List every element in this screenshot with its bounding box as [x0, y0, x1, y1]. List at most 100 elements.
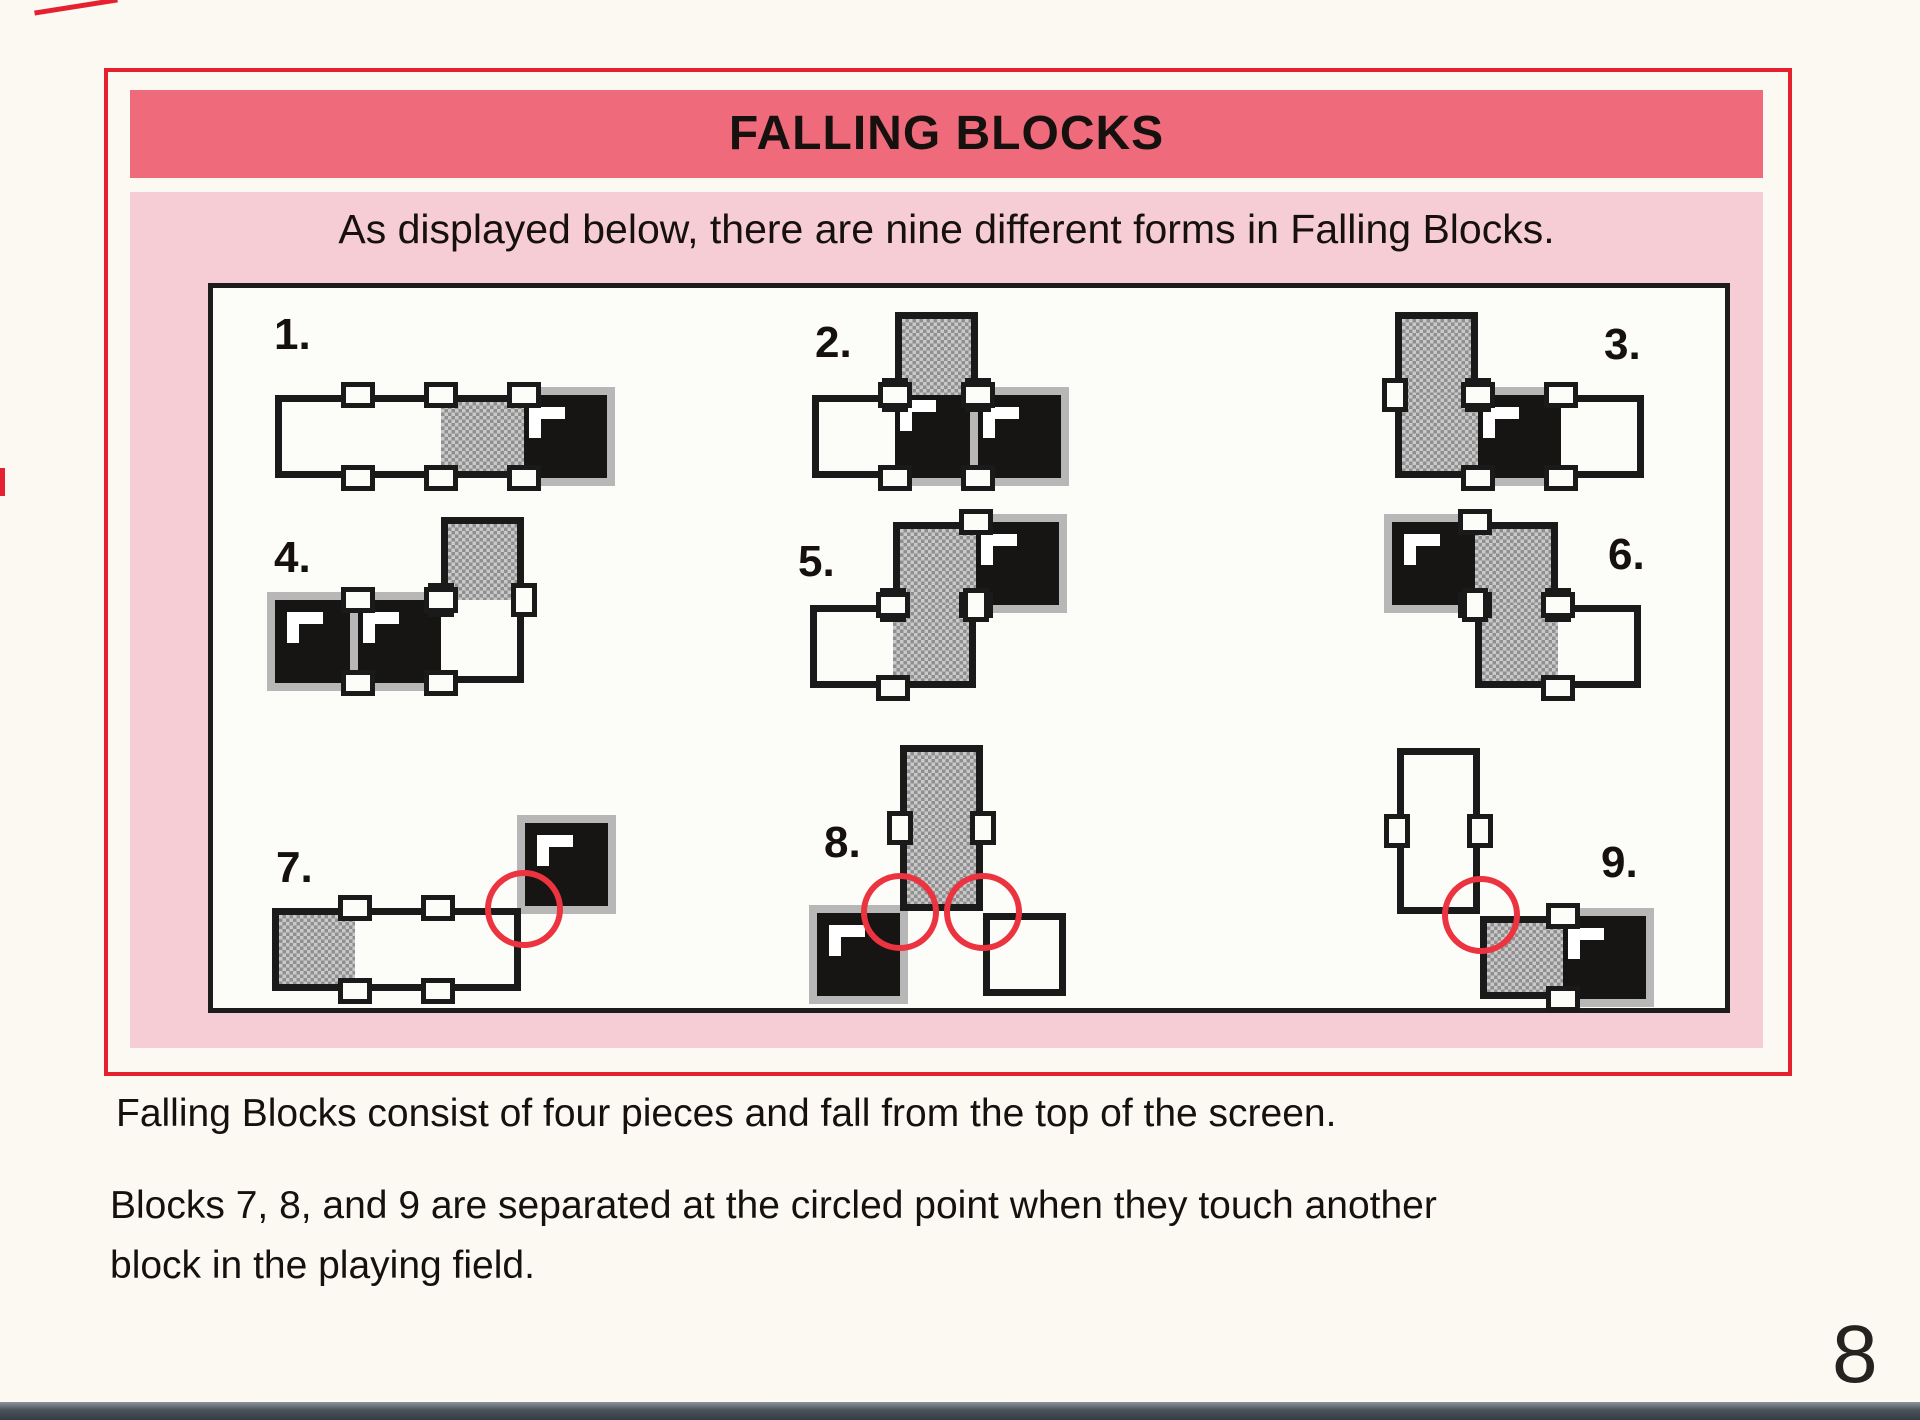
block-cell-white: [1561, 395, 1644, 478]
block-label: 6.: [1608, 530, 1645, 579]
joint-notch: [1546, 986, 1580, 1012]
joint-notch: [1541, 675, 1575, 701]
block-label: 7.: [276, 843, 313, 892]
block-cell-gray: [900, 745, 983, 828]
joint-notch: [424, 382, 458, 408]
block-cell-black: [350, 592, 449, 691]
joint-notch: [341, 382, 375, 408]
block-cell-black: [1470, 387, 1569, 486]
scan-edge-mark: [0, 468, 5, 496]
joint-notch: [878, 382, 912, 408]
block-cell-white: [1397, 748, 1480, 831]
block-label: 3.: [1604, 320, 1641, 369]
corner-shine-icon: [1404, 534, 1440, 565]
joint-notch: [1461, 465, 1495, 491]
joint-notch: [887, 811, 913, 845]
corner-shine-icon: [287, 612, 323, 643]
block-label: 5.: [798, 537, 835, 586]
page-number: 8: [1832, 1309, 1878, 1400]
block-cell-white: [812, 395, 895, 478]
block-cell-gray: [441, 395, 524, 478]
joint-notch: [421, 895, 455, 921]
joint-notch: [876, 592, 910, 618]
joint-notch: [507, 465, 541, 491]
joint-notch: [424, 670, 458, 696]
block-cell-white: [441, 600, 524, 683]
separation-circle: [861, 873, 939, 951]
scan-corner-mark: [34, 0, 118, 16]
block-cell-black: [1384, 514, 1483, 613]
joint-notch: [1458, 509, 1492, 535]
block-label: 9.: [1601, 838, 1638, 887]
joint-notch: [1382, 378, 1408, 412]
joint-notch: [421, 978, 455, 1004]
intro-text: As displayed below, there are nine diffe…: [338, 206, 1555, 252]
block-cell-black: [1555, 908, 1654, 1007]
block-cell-white: [810, 605, 893, 688]
red-frame: [104, 68, 1792, 1076]
corner-shine-icon: [529, 407, 565, 438]
corner-shine-icon: [983, 407, 1019, 438]
corner-shine-icon: [1483, 407, 1519, 438]
joint-notch: [1544, 382, 1578, 408]
separation-circle: [1442, 876, 1520, 954]
joint-notch: [876, 675, 910, 701]
joint-notch: [878, 465, 912, 491]
title-banner: FALLING BLOCKS: [130, 90, 1763, 178]
block-cell-gray: [441, 517, 524, 600]
joint-notch: [424, 465, 458, 491]
joint-notch: [1546, 903, 1580, 929]
joint-notch: [424, 587, 458, 613]
body-paragraph-2-line-1: Blocks 7, 8, and 9 are separated at the …: [110, 1184, 1437, 1227]
joint-notch: [341, 465, 375, 491]
joint-notch: [1467, 814, 1493, 848]
block-cell-gray: [1395, 395, 1478, 478]
corner-shine-icon: [829, 925, 865, 956]
block-cell-black: [970, 387, 1069, 486]
joint-notch: [507, 382, 541, 408]
corner-shine-icon: [537, 835, 573, 866]
joint-notch: [1384, 814, 1410, 848]
block-cell-white: [275, 395, 358, 478]
corner-shine-icon: [1568, 928, 1604, 959]
block-cell-gray: [893, 605, 976, 688]
joint-notch: [511, 583, 537, 617]
block-cell-black: [516, 387, 615, 486]
block-cell-gray: [893, 522, 976, 605]
page-title: FALLING BLOCKS: [728, 107, 1165, 160]
joint-notch: [1541, 592, 1575, 618]
separation-circle: [485, 870, 563, 948]
joint-notch: [963, 588, 989, 622]
block-cell-black: [517, 815, 616, 914]
block-cell-gray: [272, 908, 355, 991]
block-cell-white: [355, 908, 438, 991]
block-cell-gray: [1475, 522, 1558, 605]
joint-notch: [970, 811, 996, 845]
block-cell-gray: [1475, 605, 1558, 688]
block-label: 1.: [274, 310, 311, 359]
joint-notch: [1462, 588, 1488, 622]
body-paragraph-1: Falling Blocks consist of four pieces an…: [116, 1092, 1337, 1135]
joint-notch: [1544, 465, 1578, 491]
corner-shine-icon: [981, 534, 1017, 565]
joint-notch: [341, 587, 375, 613]
body-paragraph-2-line-2: block in the playing field.: [110, 1244, 535, 1287]
separation-circle: [944, 873, 1022, 951]
block-label: 4.: [274, 533, 311, 582]
block-cell-gray: [1395, 312, 1478, 395]
block-cell-black: [968, 514, 1067, 613]
corner-shine-icon: [363, 612, 399, 643]
joint-notch: [961, 465, 995, 491]
scan-bottom-edge: [0, 1402, 1920, 1420]
block-cell-black: [267, 592, 366, 691]
joint-notch: [959, 509, 993, 535]
block-label: 8.: [824, 818, 861, 867]
block-cell-white: [1558, 605, 1641, 688]
block-cell-gray: [895, 312, 978, 395]
joint-notch: [1461, 382, 1495, 408]
joint-notch: [341, 670, 375, 696]
block-label: 2.: [815, 318, 852, 367]
joint-notch: [338, 895, 372, 921]
joint-notch: [961, 382, 995, 408]
